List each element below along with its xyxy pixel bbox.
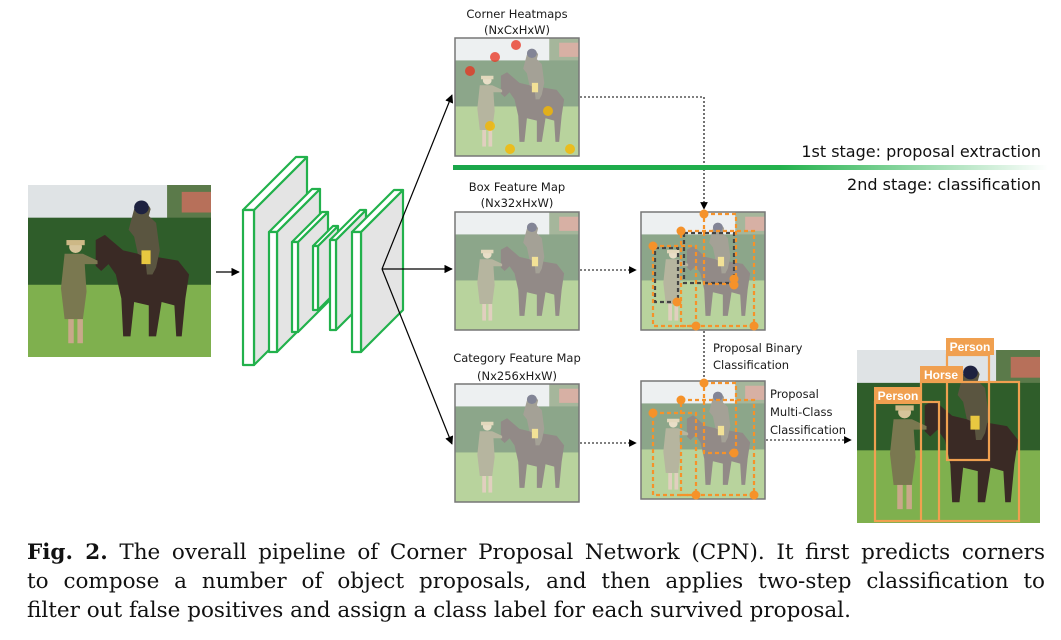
proposal-box xyxy=(651,244,698,328)
stage-1-label: 1st stage: proposal extraction xyxy=(801,142,1041,161)
pipeline-diagram: Corner Heatmaps (NxCxHxW) 1st stage: pro… xyxy=(28,7,1048,523)
heatmap-topleft-peaks xyxy=(465,40,521,76)
proposal-box xyxy=(679,398,756,497)
arrow-heatmaps-to-proposals xyxy=(580,96,708,210)
caption-line-1: Fig. 2. The overall pipeline of Corner P… xyxy=(27,538,1045,567)
category-feature-map-dims: (Nx256xHxW) xyxy=(477,369,557,383)
surviving-proposals-image xyxy=(640,378,766,500)
multi-class-label-3: Classification xyxy=(770,423,846,437)
corner-heatmaps-image xyxy=(454,37,580,157)
proposal-box xyxy=(679,229,756,328)
proposals-image xyxy=(640,209,766,331)
caption-text-1: The overall pipeline of Corner Proposal … xyxy=(107,540,1045,565)
caption-line-3: filter out false positives and assign a … xyxy=(27,598,851,623)
proposal-box-negative xyxy=(682,231,736,285)
input-image xyxy=(28,185,211,357)
svg-text:Horse: Horse xyxy=(924,368,958,382)
box-feature-map-title: Box Feature Map xyxy=(469,180,565,194)
category-feature-map-title: Category Feature Map xyxy=(453,351,581,365)
caption-line-2: to compose a number of object proposals,… xyxy=(27,569,1045,594)
backbone-network xyxy=(241,155,405,367)
figure-caption: Fig. 2. The overall pipeline of Corner P… xyxy=(27,538,1045,625)
box-feature-map-dims: (Nx32xHxW) xyxy=(481,196,554,210)
backbone-layer-6 xyxy=(350,188,405,354)
arrow-to-category-feature-map xyxy=(381,268,454,445)
corner-heatmaps-title: Corner Heatmaps xyxy=(466,7,567,21)
multi-class-label-2: Multi-Class xyxy=(770,405,833,419)
proposal-box-negative xyxy=(653,246,680,304)
binary-classification-label-1: Proposal Binary xyxy=(713,341,803,355)
detection-label-person-2: Person xyxy=(874,387,922,404)
binary-classification-label-2: Classification xyxy=(713,358,789,372)
stage-2-label: 2nd stage: classification xyxy=(847,175,1041,194)
box-feature-map-image xyxy=(454,211,580,331)
svg-text:Person: Person xyxy=(878,389,919,403)
category-feature-map-image xyxy=(454,383,580,503)
multi-class-label-1: Proposal xyxy=(770,387,819,401)
proposal-box xyxy=(702,212,738,286)
detection-label-horse: Horse xyxy=(920,366,963,383)
svg-text:Person: Person xyxy=(950,340,991,354)
stage-divider xyxy=(453,165,1048,170)
output-detections-image: Person Horse Person xyxy=(857,338,1040,523)
detection-label-person-1: Person xyxy=(946,338,994,355)
detection-box-horse xyxy=(919,380,1021,523)
figure-number: Fig. 2. xyxy=(27,540,108,565)
proposal-box xyxy=(702,381,738,455)
corner-heatmaps-dims: (NxCxHxW) xyxy=(484,23,550,37)
proposal-box xyxy=(651,411,698,497)
heatmap-bottomright-peaks xyxy=(485,106,575,154)
arrow-to-corner-heatmaps xyxy=(381,94,454,270)
